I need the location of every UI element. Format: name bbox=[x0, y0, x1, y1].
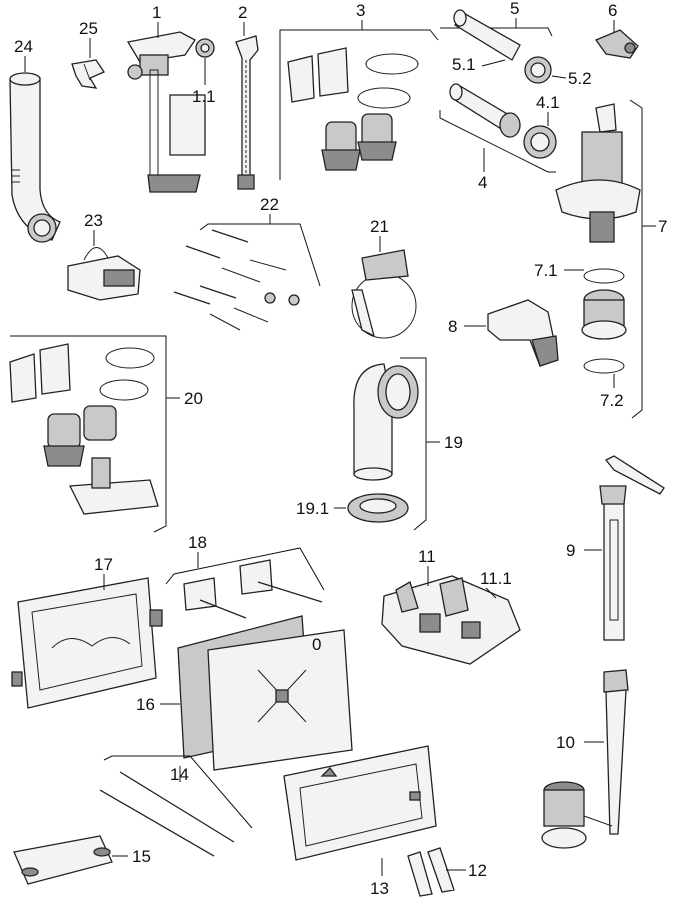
part-16-protective-box: 0 bbox=[177, 615, 353, 771]
part-5-protective-pipe bbox=[453, 9, 552, 84]
bracket-3 bbox=[279, 29, 439, 180]
label-10: 10 bbox=[556, 733, 575, 752]
label-8: 8 bbox=[448, 317, 457, 336]
label-7: 7 bbox=[658, 217, 667, 236]
label-17: 17 bbox=[94, 555, 113, 574]
label-5-1: 5.1 bbox=[452, 55, 476, 74]
label-6: 6 bbox=[608, 1, 617, 20]
part-18-holders bbox=[183, 559, 323, 619]
part-17-mounting-frame bbox=[11, 577, 163, 709]
box-mark-top: 0 bbox=[312, 635, 321, 654]
part-8-holder bbox=[487, 299, 559, 368]
part-24-flush-bend bbox=[9, 72, 61, 243]
label-7-2: 7.2 bbox=[600, 391, 624, 410]
part-15-cover bbox=[13, 835, 113, 885]
part-9-actuation-rod bbox=[599, 455, 665, 641]
label-1-1: 1.1 bbox=[192, 87, 216, 106]
label-14: 14 bbox=[170, 765, 189, 784]
label-19-1: 19.1 bbox=[296, 499, 329, 518]
label-13: 13 bbox=[370, 879, 389, 898]
part-11-mechanism bbox=[381, 575, 521, 665]
label-1: 1 bbox=[152, 3, 161, 22]
part-6-angle-valve bbox=[594, 29, 639, 59]
bracket-20 bbox=[10, 335, 167, 533]
part-3-valve-set bbox=[287, 47, 419, 171]
label-21: 21 bbox=[370, 217, 389, 236]
part-19-bend bbox=[353, 363, 419, 481]
part-2-connection-hose bbox=[235, 35, 259, 190]
label-20: 20 bbox=[184, 389, 203, 408]
part-7-float bbox=[581, 289, 627, 340]
label-22: 22 bbox=[260, 195, 279, 214]
label-24: 24 bbox=[14, 37, 33, 56]
part-4-pipe bbox=[449, 83, 557, 159]
label-15: 15 bbox=[132, 847, 151, 866]
part-20-valve-set bbox=[9, 343, 159, 515]
label-4: 4 bbox=[478, 173, 487, 192]
part-7-2-gasket bbox=[583, 358, 625, 374]
leader-11-1 bbox=[485, 587, 497, 599]
part-13-actuator-frame bbox=[283, 745, 437, 861]
label-11-1: 11.1 bbox=[480, 569, 512, 588]
label-16: 16 bbox=[136, 695, 155, 714]
label-7-1: 7.1 bbox=[534, 261, 558, 280]
part-7-flush-valve bbox=[555, 103, 641, 243]
label-19: 19 bbox=[444, 433, 463, 452]
label-18: 18 bbox=[188, 533, 207, 552]
label-4-1: 4.1 bbox=[536, 93, 560, 112]
part-19-1-seal bbox=[347, 493, 409, 523]
label-3: 3 bbox=[356, 1, 365, 20]
label-5: 5 bbox=[510, 0, 519, 18]
bracket-14 bbox=[103, 755, 253, 829]
part-12-clips bbox=[407, 847, 455, 897]
label-9: 9 bbox=[566, 541, 575, 560]
label-25: 25 bbox=[79, 19, 98, 38]
label-23: 23 bbox=[84, 211, 103, 230]
label-5-2: 5.2 bbox=[568, 69, 592, 88]
part-1-fill-valve bbox=[126, 31, 215, 193]
label-12: 12 bbox=[468, 861, 487, 880]
leader-5-2 bbox=[551, 75, 567, 79]
bracket-18 bbox=[165, 547, 325, 591]
bracket-4 bbox=[439, 110, 556, 173]
bracket-22 bbox=[199, 223, 321, 287]
leader-5-1 bbox=[481, 59, 506, 67]
part-21-bend-holder bbox=[351, 249, 417, 339]
bracket-7 bbox=[629, 99, 643, 419]
part-14-rods bbox=[99, 771, 235, 857]
bracket-19 bbox=[400, 357, 427, 531]
part-23-pipe-clamp bbox=[67, 247, 141, 301]
label-2: 2 bbox=[238, 3, 247, 22]
part-25-clip bbox=[71, 59, 105, 89]
part-7-1-gasket bbox=[583, 268, 625, 284]
part-22-screws-and-anchors bbox=[173, 229, 300, 331]
label-11: 11 bbox=[418, 547, 436, 566]
part-10-lifting-rod bbox=[541, 669, 629, 849]
